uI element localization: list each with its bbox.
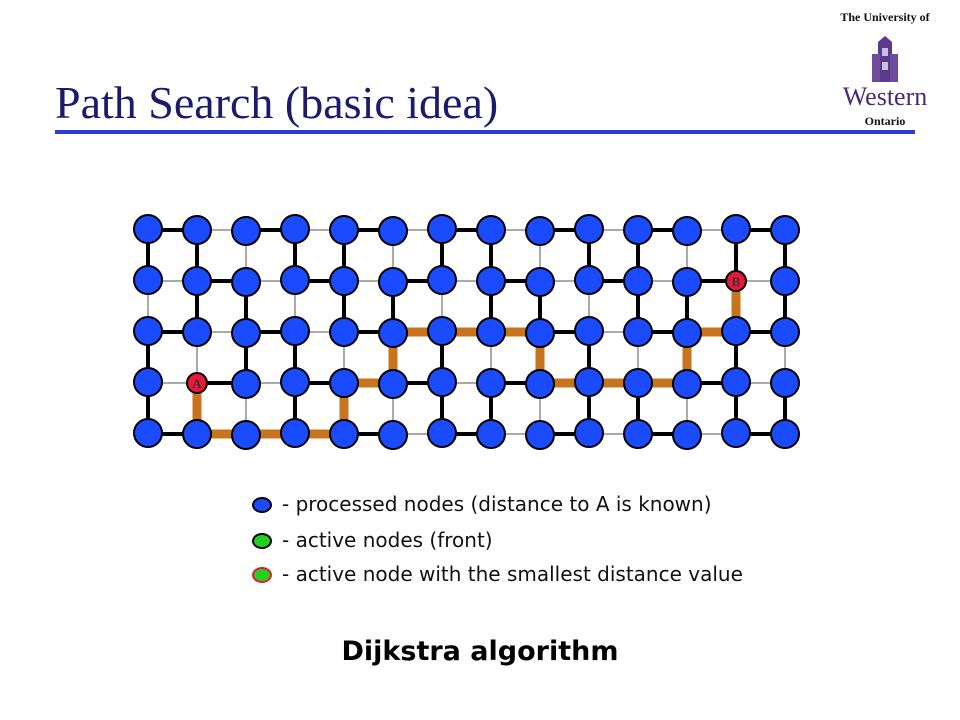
processed-node [133, 418, 163, 448]
processed-node [427, 418, 457, 448]
processed-node [623, 419, 653, 449]
processed-node [378, 369, 408, 399]
processed-node [378, 318, 408, 348]
processed-node [378, 267, 408, 297]
processed-node [280, 367, 310, 397]
legend-label-smallest: - active node with the smallest distance… [282, 562, 743, 586]
target-node-label: B [732, 274, 741, 289]
processed-node [427, 265, 457, 295]
target-node [725, 270, 747, 292]
processed-node [280, 214, 310, 244]
processed-node [672, 216, 702, 246]
processed-node [721, 316, 751, 346]
processed-node [623, 215, 653, 245]
processed-node [427, 316, 457, 346]
processed-node [231, 267, 261, 297]
processed-node [476, 419, 506, 449]
processed-node [329, 266, 359, 296]
processed-node [770, 368, 800, 398]
processed-node [574, 214, 604, 244]
processed-node [231, 216, 261, 246]
legend-label-processed: - processed nodes (distance to A is know… [282, 492, 712, 516]
processed-node-swatch [252, 497, 272, 513]
processed-node [623, 368, 653, 398]
processed-node [133, 367, 163, 397]
processed-node [280, 418, 310, 448]
processed-node [378, 216, 408, 246]
processed-node [721, 214, 751, 244]
processed-node [525, 318, 555, 348]
processed-node [525, 369, 555, 399]
processed-node [525, 267, 555, 297]
processed-node [133, 265, 163, 295]
processed-node [770, 215, 800, 245]
processed-node [182, 215, 212, 245]
processed-node [329, 317, 359, 347]
logo-bottom-text: Ontario [864, 114, 906, 128]
processed-node [574, 367, 604, 397]
processed-node [231, 369, 261, 399]
processed-node [721, 367, 751, 397]
processed-node [770, 419, 800, 449]
processed-node [427, 214, 457, 244]
processed-node [672, 318, 702, 348]
processed-node [133, 214, 163, 244]
processed-node [476, 368, 506, 398]
processed-node [476, 317, 506, 347]
shortest-path [192, 281, 741, 439]
processed-node [182, 266, 212, 296]
processed-node [574, 316, 604, 346]
processed-node [329, 419, 359, 449]
processed-node [476, 266, 506, 296]
processed-node [721, 418, 751, 448]
processed-node [770, 266, 800, 296]
title-underline [55, 130, 915, 134]
processed-node [182, 419, 212, 449]
processed-node [329, 368, 359, 398]
processed-node [672, 267, 702, 297]
processed-node [280, 265, 310, 295]
logo-top-text: The University of [840, 10, 930, 24]
active-node-swatch [252, 533, 272, 549]
processed-node [231, 318, 261, 348]
processed-node [574, 265, 604, 295]
processed-node [182, 317, 212, 347]
university-logo: The University of Western Ontario [826, 10, 944, 130]
tower-icon [872, 36, 898, 82]
processed-node [525, 420, 555, 450]
processed-node [574, 418, 604, 448]
caption: Dijkstra algorithm [341, 636, 619, 667]
source-node-label: A [192, 376, 202, 391]
processed-node [280, 316, 310, 346]
processed-node [623, 266, 653, 296]
processed-node [623, 317, 653, 347]
processed-node [329, 215, 359, 245]
processed-node [231, 420, 261, 450]
processed-node [133, 316, 163, 346]
processed-node [525, 216, 555, 246]
processed-node [378, 420, 408, 450]
source-node [186, 372, 208, 394]
logo-name: Western [842, 82, 928, 111]
legend-label-active: - active nodes (front) [282, 528, 493, 552]
processed-node [476, 215, 506, 245]
processed-node [427, 367, 457, 397]
processed-node [770, 317, 800, 347]
processed-node [672, 369, 702, 399]
page-title: Path Search (basic idea) [55, 77, 499, 128]
smallest-active-node-swatch [252, 567, 272, 583]
processed-node [672, 420, 702, 450]
